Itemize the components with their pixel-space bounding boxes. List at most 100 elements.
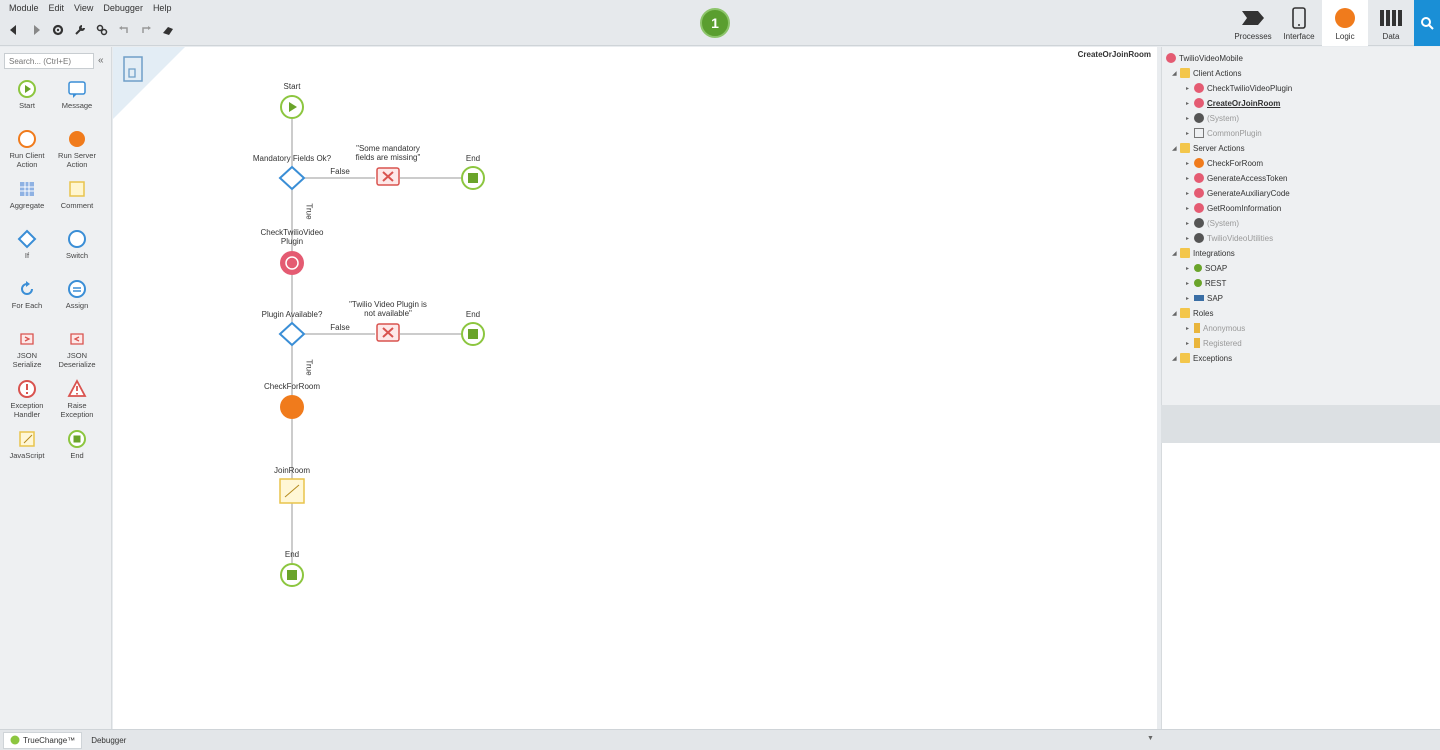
tree-item[interactable]: ▸CheckForRoom [1186,156,1263,170]
tree-item[interactable]: ▸GenerateAuxiliaryCode [1186,186,1290,200]
collapse-arrow-icon[interactable]: ▸ [1186,115,1190,122]
tool-exception-handler[interactable]: Exception Handler [2,379,52,425]
redo-icon[interactable] [138,22,154,38]
collapse-arrow-icon[interactable]: ▸ [1186,280,1190,287]
end3-label: End [284,550,300,559]
tree-item[interactable]: ▸CreateOrJoinRoom [1186,96,1280,110]
expand-arrow-icon[interactable]: ◢ [1172,355,1177,362]
tree-item[interactable]: ▸SAP [1186,291,1223,305]
tool-javascript[interactable]: JavaScript [2,429,52,475]
tool-run-server-action[interactable]: Run Server Action [52,129,102,175]
tree-item[interactable]: ▸SOAP [1186,261,1227,275]
message-node-plugin-unavailable[interactable] [376,323,400,342]
collapse-arrow-icon[interactable]: ▸ [1186,235,1190,242]
collapse-arrow-icon[interactable]: ▸ [1186,190,1190,197]
tree-item[interactable]: ▸GetRoomInformation [1186,201,1281,215]
tab-processes[interactable]: Processes [1230,0,1276,46]
tool-if[interactable]: If [2,229,52,275]
tab-truechange[interactable]: TrueChange™ [3,731,83,749]
menu-help[interactable]: Help [152,3,172,13]
server-action-node-check-room[interactable] [280,395,304,419]
search-button[interactable] [1414,0,1440,46]
link-icon[interactable] [94,22,110,38]
wrench-icon[interactable] [72,22,88,38]
tree-item[interactable]: ▸Anonymous [1186,321,1245,335]
collapse-arrow-icon[interactable]: ▸ [1186,220,1190,227]
forward-icon[interactable] [28,22,44,38]
tree-item[interactable]: ▸Registered [1186,336,1242,350]
tab-data[interactable]: Data [1368,0,1414,46]
collapse-arrow-icon[interactable]: ▸ [1186,295,1190,302]
undo-icon[interactable] [116,22,132,38]
for-each-icon [17,279,37,299]
if-node-plugin-available[interactable] [278,321,306,347]
tree-item[interactable]: ▸(System) [1186,216,1239,230]
processes-icon [1241,7,1265,29]
collapse-arrow-icon[interactable]: ▸ [1186,175,1190,182]
end-node-2[interactable] [461,322,485,346]
menu-module[interactable]: Module [9,3,39,13]
collapse-arrow-icon[interactable]: ▸ [1186,265,1190,272]
tree-folder[interactable]: ◢Roles [1172,306,1213,320]
back-icon[interactable] [6,22,22,38]
collapse-arrow-icon[interactable]: ▸ [1186,85,1190,92]
tool-raise-exception[interactable]: Raise Exception [52,379,102,425]
tree-folder[interactable]: ◢Integrations [1172,246,1235,260]
tab-debugger[interactable]: Debugger [85,732,132,749]
chevron-down-icon[interactable]: ▼ [1147,735,1154,742]
tool-assign[interactable]: Assign [52,279,102,325]
expand-arrow-icon[interactable]: ◢ [1172,250,1177,257]
toolbox-search-input[interactable] [4,53,94,69]
tree-root[interactable]: TwilioVideoMobile [1166,51,1243,65]
collapse-toolbox-icon[interactable]: « [98,55,104,66]
expand-arrow-icon[interactable]: ◢ [1172,310,1177,317]
collapse-arrow-icon[interactable]: ▸ [1186,130,1190,137]
collapse-arrow-icon[interactable]: ▸ [1186,205,1190,212]
tree-item[interactable]: ▸CommonPlugin [1186,126,1262,140]
start-node[interactable] [280,95,304,119]
settings-gear-icon[interactable] [50,22,66,38]
tool-for-each[interactable]: For Each [2,279,52,325]
tree-item[interactable]: ▸(System) [1186,111,1239,125]
tree-item[interactable]: ▸GenerateAccessToken [1186,171,1288,185]
menu-debugger[interactable]: Debugger [103,3,143,13]
flow-canvas[interactable]: CreateOrJoinRoom [113,47,1157,729]
start-label: Start [283,82,301,91]
collapse-arrow-icon[interactable]: ▸ [1186,100,1190,107]
end-node-3[interactable] [280,563,304,587]
javascript-node-join-room[interactable] [279,478,305,504]
message-node-mandatory-missing[interactable] [376,167,400,186]
panel-splitter[interactable] [1161,405,1440,443]
tool-start[interactable]: Start [2,79,52,125]
if2-label: Plugin Available? [261,310,323,319]
expand-arrow-icon[interactable]: ◢ [1172,70,1177,77]
tool-run-client-action[interactable]: Run Client Action [2,129,52,175]
publish-counter-badge[interactable]: 1 [700,8,730,38]
tree-folder[interactable]: ◢Client Actions [1172,66,1241,80]
tree-item[interactable]: ▸TwilioVideoUtilities [1186,231,1273,245]
publish-icon[interactable] [160,22,176,38]
end-node-1[interactable] [461,166,485,190]
tool-switch[interactable]: Switch [52,229,102,275]
if-node-mandatory-fields[interactable] [278,165,306,191]
tool-message[interactable]: Message [52,79,102,125]
tree-item[interactable]: ▸REST [1186,276,1226,290]
tree-folder[interactable]: ◢Exceptions [1172,351,1232,365]
tool-json-deserialize[interactable]: JSON Deserialize [52,329,102,375]
tab-interface[interactable]: Interface [1276,0,1322,46]
collapse-arrow-icon[interactable]: ▸ [1186,325,1190,332]
collapse-arrow-icon[interactable]: ▸ [1186,340,1190,347]
tool-aggregate[interactable]: Aggregate [2,179,52,225]
role-icon [1194,338,1200,348]
tool-json-serialize[interactable]: JSON Serialize [2,329,52,375]
tab-logic[interactable]: Logic [1322,0,1368,46]
tree-folder[interactable]: ◢Server Actions [1172,141,1245,155]
client-action-node-check-plugin[interactable] [280,251,304,275]
menu-edit[interactable]: Edit [48,3,65,13]
tool-comment[interactable]: Comment [52,179,102,225]
menu-view[interactable]: View [74,3,94,13]
collapse-arrow-icon[interactable]: ▸ [1186,160,1190,167]
tool-end[interactable]: End [52,429,102,475]
expand-arrow-icon[interactable]: ◢ [1172,145,1177,152]
tree-item[interactable]: ▸CheckTwilioVideoPlugin [1186,81,1292,95]
